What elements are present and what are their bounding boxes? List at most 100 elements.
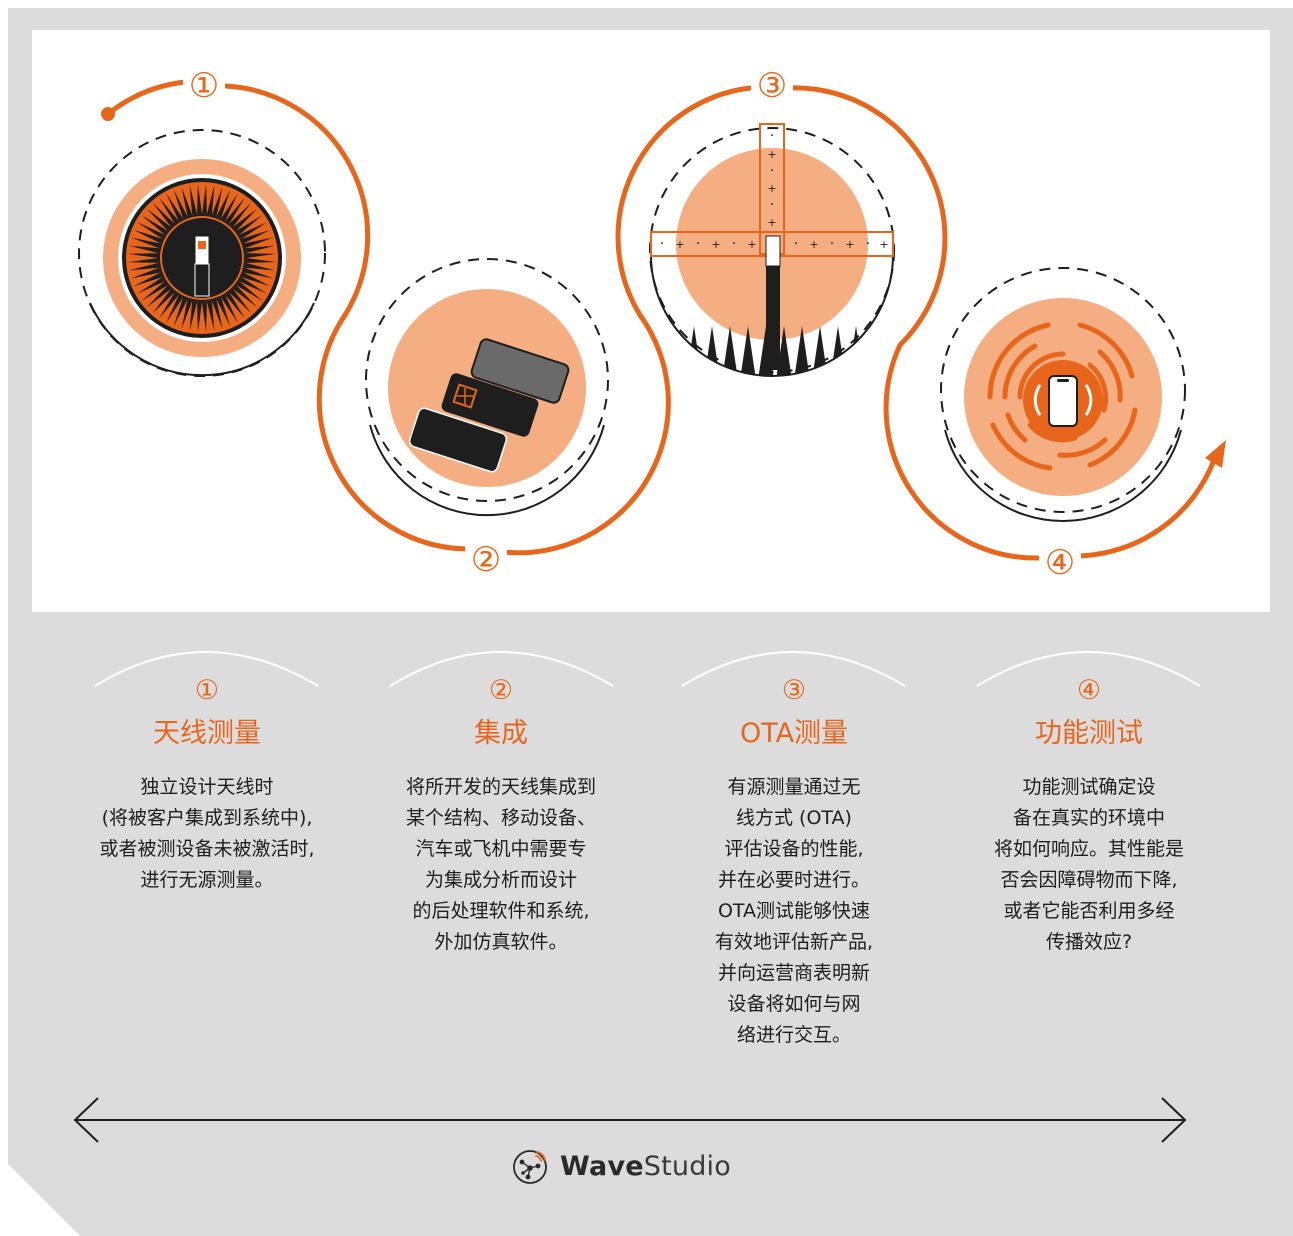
step-2-body: 将所开发的天线集成到 某个结构、移动设备、 汽车或飞机中需要专 为集成分析而设计…	[366, 772, 636, 958]
spike	[173, 297, 188, 327]
spike	[141, 281, 168, 301]
absorber-cone	[740, 326, 756, 376]
step-4-title: 功能测试	[1035, 718, 1143, 749]
absorber-cone	[866, 326, 882, 376]
step-2-line: 为集成分析而设计	[424, 869, 577, 891]
step-3-line: 并向运营商表明新	[717, 962, 870, 984]
circle-antenna-measurement	[78, 129, 326, 377]
spike	[216, 189, 231, 219]
spike	[130, 267, 161, 279]
brand-name: WaveStudio	[560, 1151, 731, 1182]
dot-mark: ·	[696, 236, 700, 252]
step-4-number: ④	[1076, 675, 1102, 706]
brand-logo: WaveStudio	[510, 1146, 731, 1186]
step-3-line: 评估设备的性能,	[724, 838, 864, 860]
absorber-cone	[632, 326, 648, 380]
spike	[241, 272, 271, 287]
plus-mark: +	[767, 148, 776, 161]
step-3-line: 络进行交互。	[736, 1024, 851, 1046]
spike	[233, 285, 258, 308]
spike	[129, 245, 160, 254]
dot-mark: ·	[830, 236, 834, 252]
spike	[189, 300, 198, 331]
spike	[245, 258, 276, 263]
circle-ota-measurement: ·+·+·+·+·+·+·+·+·+	[632, 123, 895, 380]
spike	[159, 197, 179, 224]
spike	[243, 237, 274, 249]
timeline-arrow	[73, 1097, 1187, 1143]
step-3-line: 有效地评估新产品,	[714, 931, 874, 953]
circle-integration	[365, 258, 609, 517]
step-1-number: ①	[194, 675, 220, 706]
spike	[130, 237, 161, 249]
spike	[211, 299, 223, 330]
spike	[197, 184, 202, 215]
spike	[189, 185, 198, 216]
step-4-line: 或者它能否利用多经	[1003, 900, 1175, 922]
step-4-line: 将如何响应。其性能是	[993, 838, 1184, 860]
path-markers: ① ② ③ ④	[183, 63, 1081, 583]
device-panel-window	[441, 373, 539, 437]
step-3: ③ OTA测量 有源测量通过无 线方式 (OTA) 评估设备的性能, 并在必要时…	[659, 640, 929, 1051]
spike	[206, 300, 215, 331]
marker-2: ②	[471, 540, 501, 580]
absorber-cone	[848, 326, 864, 376]
spike	[133, 272, 163, 287]
spike	[128, 253, 159, 258]
spike	[221, 193, 238, 221]
spike	[173, 189, 188, 219]
step-1: ① 天线测量 独立设计天线时 (将被客户集成到系统中), 或者被测设备未被激活时…	[72, 640, 342, 896]
plus-mark: +	[879, 238, 888, 251]
spike	[225, 197, 245, 224]
spike	[166, 193, 183, 221]
step-descriptions: ① 天线测量 独立设计天线时 (将被客户集成到系统中), 或者被测设备未被激活时…	[0, 640, 1293, 1080]
device-panel-gray	[470, 338, 570, 404]
spike	[239, 277, 267, 294]
spike	[129, 262, 160, 271]
dot-mark: ·	[660, 236, 664, 252]
step-3-line: 有源测量通过无	[727, 776, 861, 798]
spike	[152, 202, 175, 227]
step-4-line: 备在真实的环境中	[1012, 807, 1165, 829]
brand-name-bold: Wave	[560, 1150, 644, 1182]
step-2-line: 的后处理软件和系统,	[412, 900, 590, 922]
step-1-line: 进行无源测量。	[140, 869, 274, 891]
marker-4: ④	[1045, 543, 1075, 583]
spike	[141, 215, 168, 235]
spike	[128, 258, 159, 263]
spike	[244, 245, 275, 254]
spike	[221, 295, 238, 323]
device-panel-dark	[408, 407, 508, 473]
spike	[244, 262, 275, 271]
absorber-cone	[722, 326, 738, 376]
spike	[166, 295, 183, 323]
step-4-line: 功能测试确定设	[1022, 776, 1156, 798]
absorber-cone	[794, 326, 810, 376]
step-3-title: OTA测量	[739, 718, 849, 749]
step-1-title: 天线测量	[153, 718, 261, 749]
spike	[216, 297, 231, 327]
step-4-line: 否会因障碍物而下降,	[1000, 869, 1178, 891]
dot-mark: ·	[866, 236, 870, 252]
step-2-number: ②	[488, 675, 514, 706]
spike	[233, 208, 258, 231]
spike	[229, 202, 252, 227]
dot-mark: ·	[770, 197, 774, 213]
path-start-dot	[101, 107, 115, 121]
step-2: ② 集成 将所开发的天线集成到 某个结构、移动设备、 汽车或飞机中需要专 为集成…	[366, 640, 636, 958]
plus-mark: +	[767, 216, 776, 229]
step-1-line: (将被客户集成到系统中),	[101, 807, 313, 829]
spike	[245, 253, 276, 258]
plus-mark: +	[711, 238, 720, 251]
step-3-line: 设备将如何与网	[727, 993, 861, 1015]
plus-mark: +	[845, 238, 854, 251]
absorber-cone	[812, 326, 828, 376]
spike	[146, 285, 171, 308]
dot-mark: ·	[732, 236, 736, 252]
absorber-cone	[704, 326, 720, 376]
spike	[206, 185, 215, 216]
spike	[202, 184, 207, 215]
dot-mark: ·	[770, 128, 774, 144]
spike	[152, 289, 175, 314]
